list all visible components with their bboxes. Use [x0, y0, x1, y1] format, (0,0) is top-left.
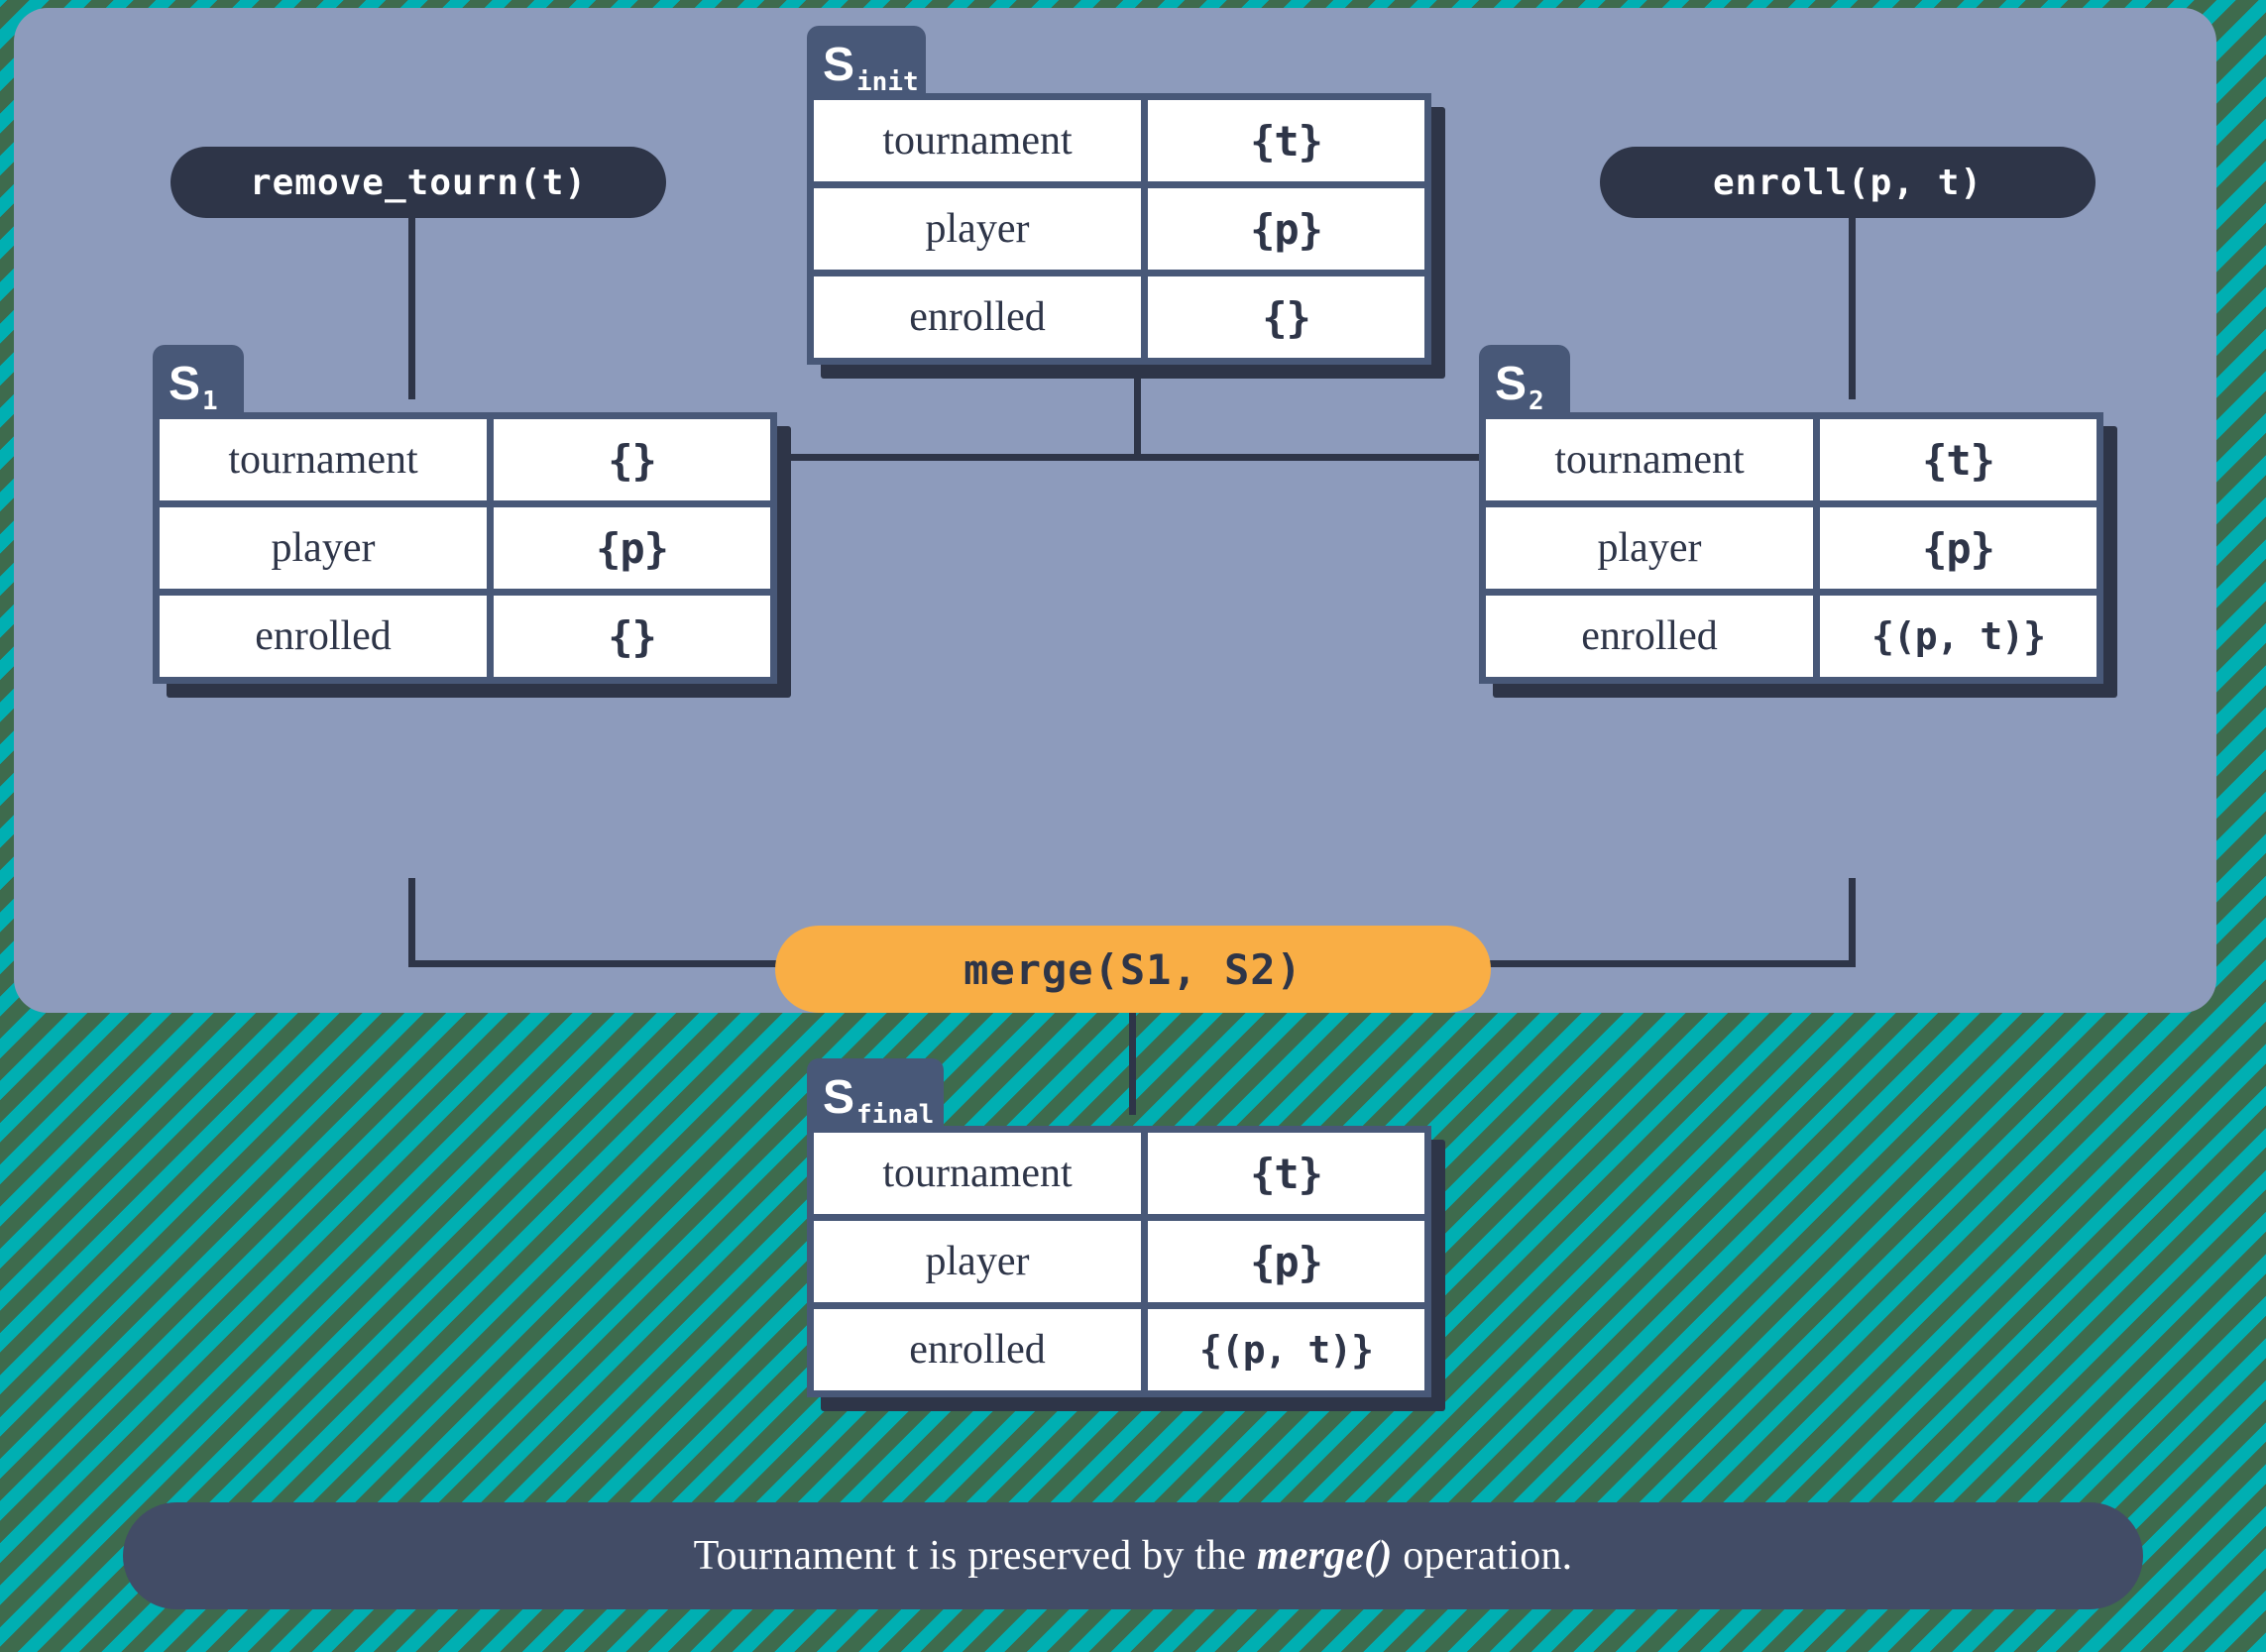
table-row: enrolled {(p, t)}: [1486, 596, 2096, 677]
relation-name: enrolled: [1486, 596, 1813, 677]
state-label-base: S: [823, 1071, 855, 1124]
relation-value: {t}: [1148, 100, 1424, 181]
connector-bus-horizontal: [408, 454, 1856, 461]
caption-suffix: operation.: [1392, 1533, 1573, 1579]
state-table-s-final: tournament {t} player {p} enrolled {(p, …: [807, 1126, 1431, 1397]
relation-name: enrolled: [814, 1309, 1141, 1390]
operation-label: remove_tourn(t): [249, 162, 588, 203]
operation-remove-tourn[interactable]: remove_tourn(t): [170, 147, 666, 218]
table-row: tournament {t}: [814, 1133, 1424, 1214]
relation-name: tournament: [814, 1133, 1141, 1214]
state-label-subscript: final: [856, 1100, 935, 1130]
connector-s2-to-merge: [1459, 960, 1856, 967]
relation-value: {p}: [1148, 188, 1424, 270]
table-row: enrolled {(p, t)}: [814, 1309, 1424, 1390]
operation-label: enroll(p, t): [1712, 162, 1983, 203]
relation-value: {}: [1148, 276, 1424, 358]
state-label-s-final: S final: [807, 1058, 944, 1130]
state-label-subscript: 1: [202, 386, 218, 416]
table-row: player {p}: [160, 507, 770, 589]
relation-value: {p}: [1148, 1221, 1424, 1302]
relation-name: player: [160, 507, 487, 589]
state-label-s-2: S 2: [1479, 345, 1570, 416]
table-row: enrolled {}: [814, 276, 1424, 358]
caption-prefix: Tournament t is preserved by the: [693, 1533, 1257, 1579]
relation-name: tournament: [1486, 419, 1813, 500]
state-label-subscript: 2: [1529, 386, 1544, 416]
connector-merge-to-final: [1129, 1006, 1136, 1115]
state-label-base: S: [1495, 358, 1528, 410]
connector-s1-to-merge: [408, 960, 805, 967]
operation-enroll[interactable]: enroll(p, t): [1600, 147, 2096, 218]
table-row: tournament {t}: [1486, 419, 2096, 500]
connector-s1-down: [408, 878, 415, 967]
operation-merge[interactable]: merge(S1, S2): [775, 926, 1491, 1013]
relation-name: enrolled: [160, 596, 487, 677]
relation-name: tournament: [160, 419, 487, 500]
table-row: tournament {}: [160, 419, 770, 500]
relation-value: {}: [494, 596, 770, 677]
table-row: tournament {t}: [814, 100, 1424, 181]
table-row: enrolled {}: [160, 596, 770, 677]
relation-name: player: [1486, 507, 1813, 589]
relation-name: player: [814, 188, 1141, 270]
state-table-s-1: tournament {} player {p} enrolled {}: [153, 412, 777, 684]
relation-name: enrolled: [814, 276, 1141, 358]
relation-name: player: [814, 1221, 1141, 1302]
state-label-s-1: S 1: [153, 345, 244, 416]
state-table-s-2: tournament {t} player {p} enrolled {(p, …: [1479, 412, 2103, 684]
state-label-base: S: [169, 358, 201, 410]
relation-value: {t}: [1820, 419, 2096, 500]
relation-value: {(p, t)}: [1820, 596, 2096, 677]
diagram-panel: S init tournament {t} player {p} enrolle…: [14, 8, 2216, 1411]
caption-bar: Tournament t is preserved by the merge()…: [123, 1502, 2143, 1609]
table-row: player {p}: [814, 1221, 1424, 1302]
state-label-s-init: S init: [807, 26, 926, 97]
state-label-subscript: init: [856, 67, 919, 97]
relation-value: {(p, t)}: [1148, 1309, 1424, 1390]
relation-name: tournament: [814, 100, 1141, 181]
connector-s2-down: [1849, 878, 1856, 967]
table-row: player {p}: [1486, 507, 2096, 589]
connector-enroll-vertical: [1849, 206, 1856, 399]
operation-label: merge(S1, S2): [963, 944, 1303, 994]
state-label-base: S: [823, 39, 855, 91]
relation-value: {p}: [1820, 507, 2096, 589]
connector-remove-tourn-vertical: [408, 206, 415, 399]
relation-value: {p}: [494, 507, 770, 589]
caption-emphasis: merge(): [1256, 1533, 1393, 1579]
relation-value: {}: [494, 419, 770, 500]
relation-value: {t}: [1148, 1133, 1424, 1214]
caption-text: Tournament t is preserved by the merge()…: [694, 1532, 1573, 1580]
state-table-s-init: tournament {t} player {p} enrolled {}: [807, 93, 1431, 365]
table-row: player {p}: [814, 188, 1424, 270]
